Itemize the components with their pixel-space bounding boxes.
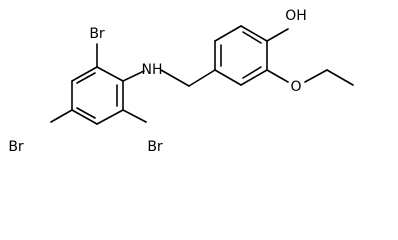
bond-to-br-left bbox=[50, 109, 73, 123]
bond-to-oh bbox=[266, 28, 289, 42]
bond-c-to-nh bbox=[122, 70, 145, 82]
bond-o-to-ch2 bbox=[304, 69, 328, 83]
bond bbox=[240, 69, 268, 86]
bond-to-br-bottom bbox=[122, 109, 147, 123]
bond bbox=[214, 25, 242, 42]
bond-to-o-ether bbox=[266, 69, 289, 83]
double-bond-inner bbox=[76, 107, 96, 119]
nh-label: NH bbox=[142, 62, 163, 78]
bond bbox=[71, 66, 98, 82]
ether-oxygen-label: O bbox=[290, 79, 301, 95]
bond bbox=[71, 109, 98, 125]
bond bbox=[240, 25, 268, 42]
bond-ch2-to-ring bbox=[188, 69, 216, 87]
bond bbox=[96, 109, 124, 125]
phenol-ring bbox=[214, 25, 268, 86]
substituent-bonds-left bbox=[50, 43, 216, 123]
bromine-label-bottom: Br bbox=[147, 139, 163, 155]
bromine-label-left: Br bbox=[8, 139, 24, 155]
double-bond-inner bbox=[242, 31, 262, 44]
chemical-structure: Br Br Br NH OH O bbox=[8, 8, 354, 155]
hydroxyl-label: OH bbox=[285, 8, 307, 24]
substituent-bonds-right bbox=[266, 28, 354, 86]
bond bbox=[214, 69, 242, 86]
double-bond-inner bbox=[76, 72, 96, 84]
tribromophenyl-ring bbox=[71, 66, 124, 125]
bromine-label-top: Br bbox=[89, 26, 105, 42]
bond bbox=[96, 66, 124, 82]
double-bond-inner bbox=[242, 66, 262, 79]
bond-nh-to-ch2 bbox=[160, 69, 190, 87]
bond-ch2-to-ch3 bbox=[326, 69, 354, 86]
